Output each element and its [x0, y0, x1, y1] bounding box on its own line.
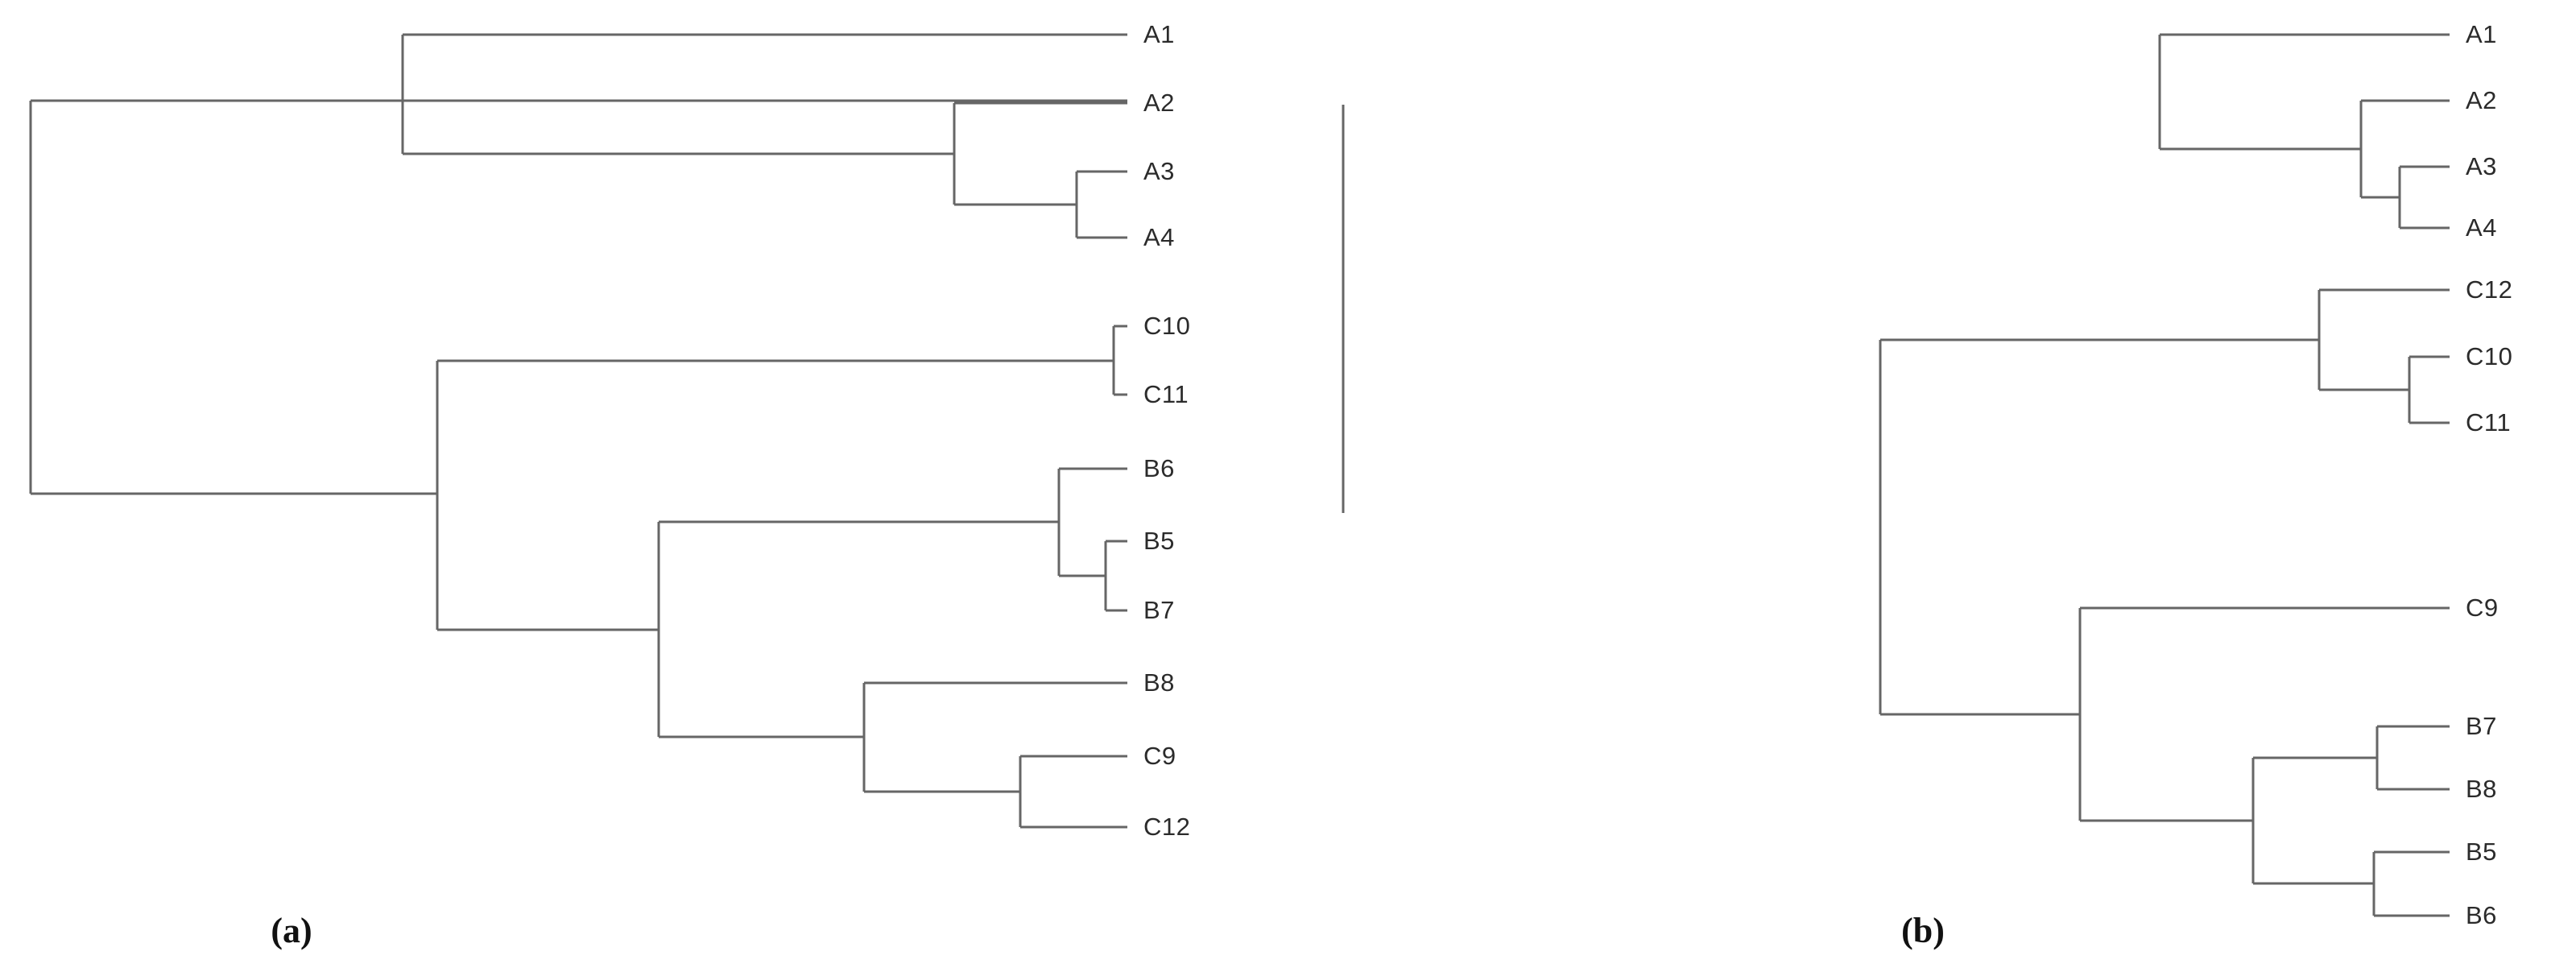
leaf-label-c11: C11	[1143, 380, 1189, 408]
leaf-label-a4: A4	[2466, 213, 2497, 242]
leaf-label-b8: B8	[2466, 775, 2497, 803]
panel-b-caption: (b)	[1901, 911, 1945, 950]
leaf-label-c10: C10	[1143, 312, 1191, 340]
leaf-label-a2: A2	[2466, 86, 2497, 114]
leaf-label-b7: B7	[2466, 712, 2497, 740]
leaf-label-b8: B8	[1143, 668, 1175, 697]
leaf-label-c9: C9	[2466, 594, 2499, 622]
leaf-label-c9: C9	[1143, 742, 1176, 770]
leaf-label-c10: C10	[2466, 342, 2513, 370]
leaf-label-c12: C12	[1143, 813, 1191, 841]
leaf-label-b5: B5	[2466, 838, 2497, 866]
leaf-label-c11: C11	[2466, 408, 2512, 436]
leaf-label-b6: B6	[2466, 901, 2497, 929]
panel-a-tree-lines	[29, 33, 1127, 829]
leaf-label-a1: A1	[2466, 20, 2497, 48]
leaf-label-b7: B7	[1143, 596, 1175, 624]
panel-a-caption: (a)	[271, 911, 312, 950]
leaf-label-a3: A3	[1143, 157, 1175, 185]
leaf-label-a3: A3	[2466, 152, 2497, 180]
leaf-label-a2: A2	[1143, 89, 1175, 117]
leaf-label-a4: A4	[1143, 223, 1175, 251]
leaf-label-c12: C12	[2466, 275, 2513, 304]
leaf-label-a1: A1	[1143, 20, 1175, 48]
leaf-label-b6: B6	[1143, 454, 1175, 482]
leaf-label-b5: B5	[1143, 527, 1175, 555]
